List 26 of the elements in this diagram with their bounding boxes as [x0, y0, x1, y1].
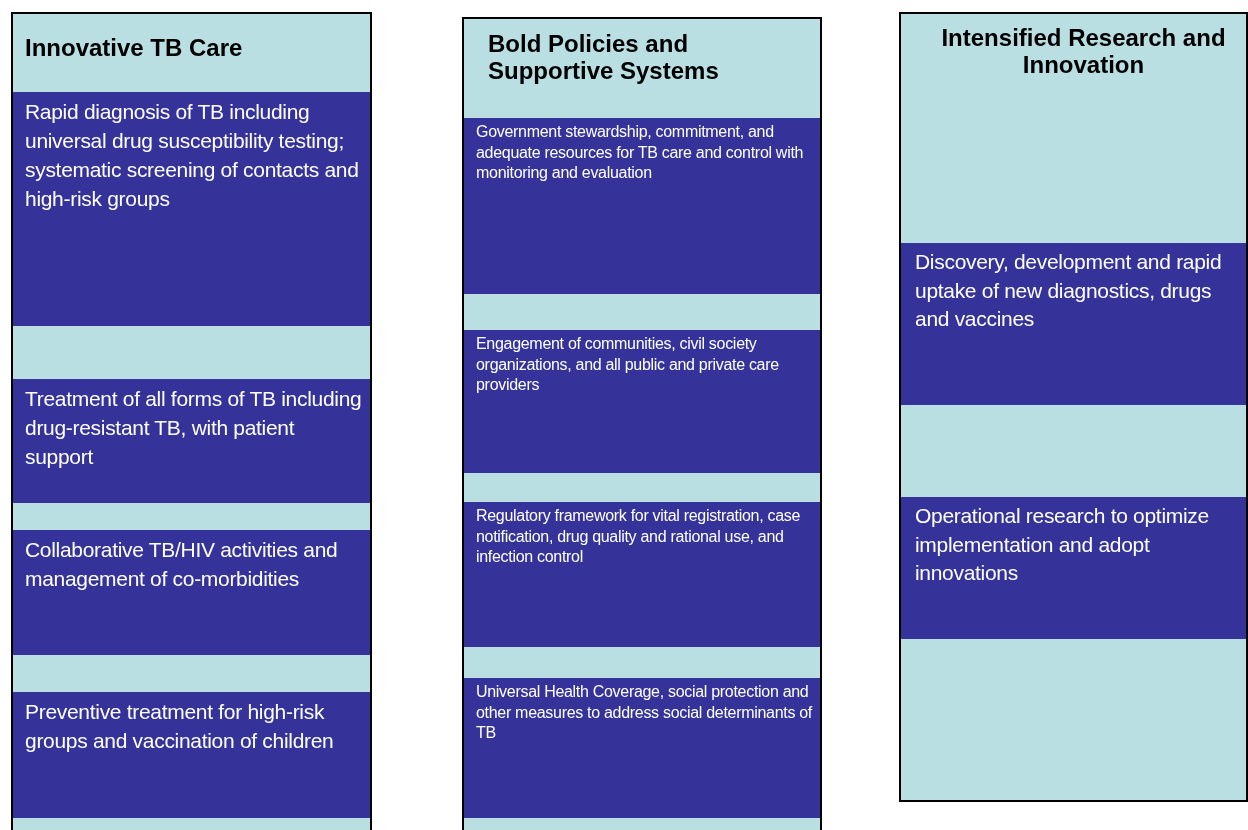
strategy-text: Engagement of communities, civil society organizations, and all public and private care providers: [476, 334, 780, 395]
strategy-bar: [901, 243, 1246, 405]
column-panel: [899, 12, 1248, 802]
strategy-bar: [901, 497, 1246, 639]
strategy-bar: [464, 118, 820, 294]
strategy-bar: [13, 692, 370, 818]
strategy-bar: [13, 530, 370, 655]
strategy-text: Regulatory framework for vital registration, case notification, drug quality and rational use, and infection control: [476, 506, 802, 567]
strategy-bar: [464, 678, 820, 818]
strategy-bar: [13, 379, 370, 503]
column-heading: Bold Policies and Supportive Systems: [488, 30, 720, 84]
strategy-text: Treatment of all forms of TB including drug-resistant TB, with patient support: [25, 386, 362, 470]
strategy-bar: [13, 92, 370, 326]
strategy-text: Government stewardship, commitment, and adequate resources for TB care and control with monitoring and evaluation: [476, 122, 805, 183]
strategy-text: Collaborative TB/HIV activities and management of co-morbidities: [25, 537, 339, 592]
strategy-text: Rapid diagnosis of TB including universal drug susceptibility testing; systematic screening of contacts and high-risk groups: [25, 99, 360, 212]
strategy-bar: [464, 330, 820, 473]
strategy-bar: [464, 502, 820, 647]
column-heading: Intensified Research and Innovation: [940, 24, 1227, 78]
strategy-text: Discovery, development and rapid uptake of new diagnostics, drugs and vaccines: [915, 249, 1223, 332]
strategy-text: Preventive treatment for high-risk groups and vaccination of children: [25, 699, 335, 754]
strategy-text: Universal Health Coverage, social protection and other measures to address social determinants of TB: [476, 682, 812, 743]
column-heading: Innovative TB Care: [25, 34, 244, 61]
strategy-text: Operational research to optimize implementation and adopt innovations: [915, 503, 1210, 586]
column-panel: [11, 12, 372, 830]
column-panel: [462, 17, 822, 830]
